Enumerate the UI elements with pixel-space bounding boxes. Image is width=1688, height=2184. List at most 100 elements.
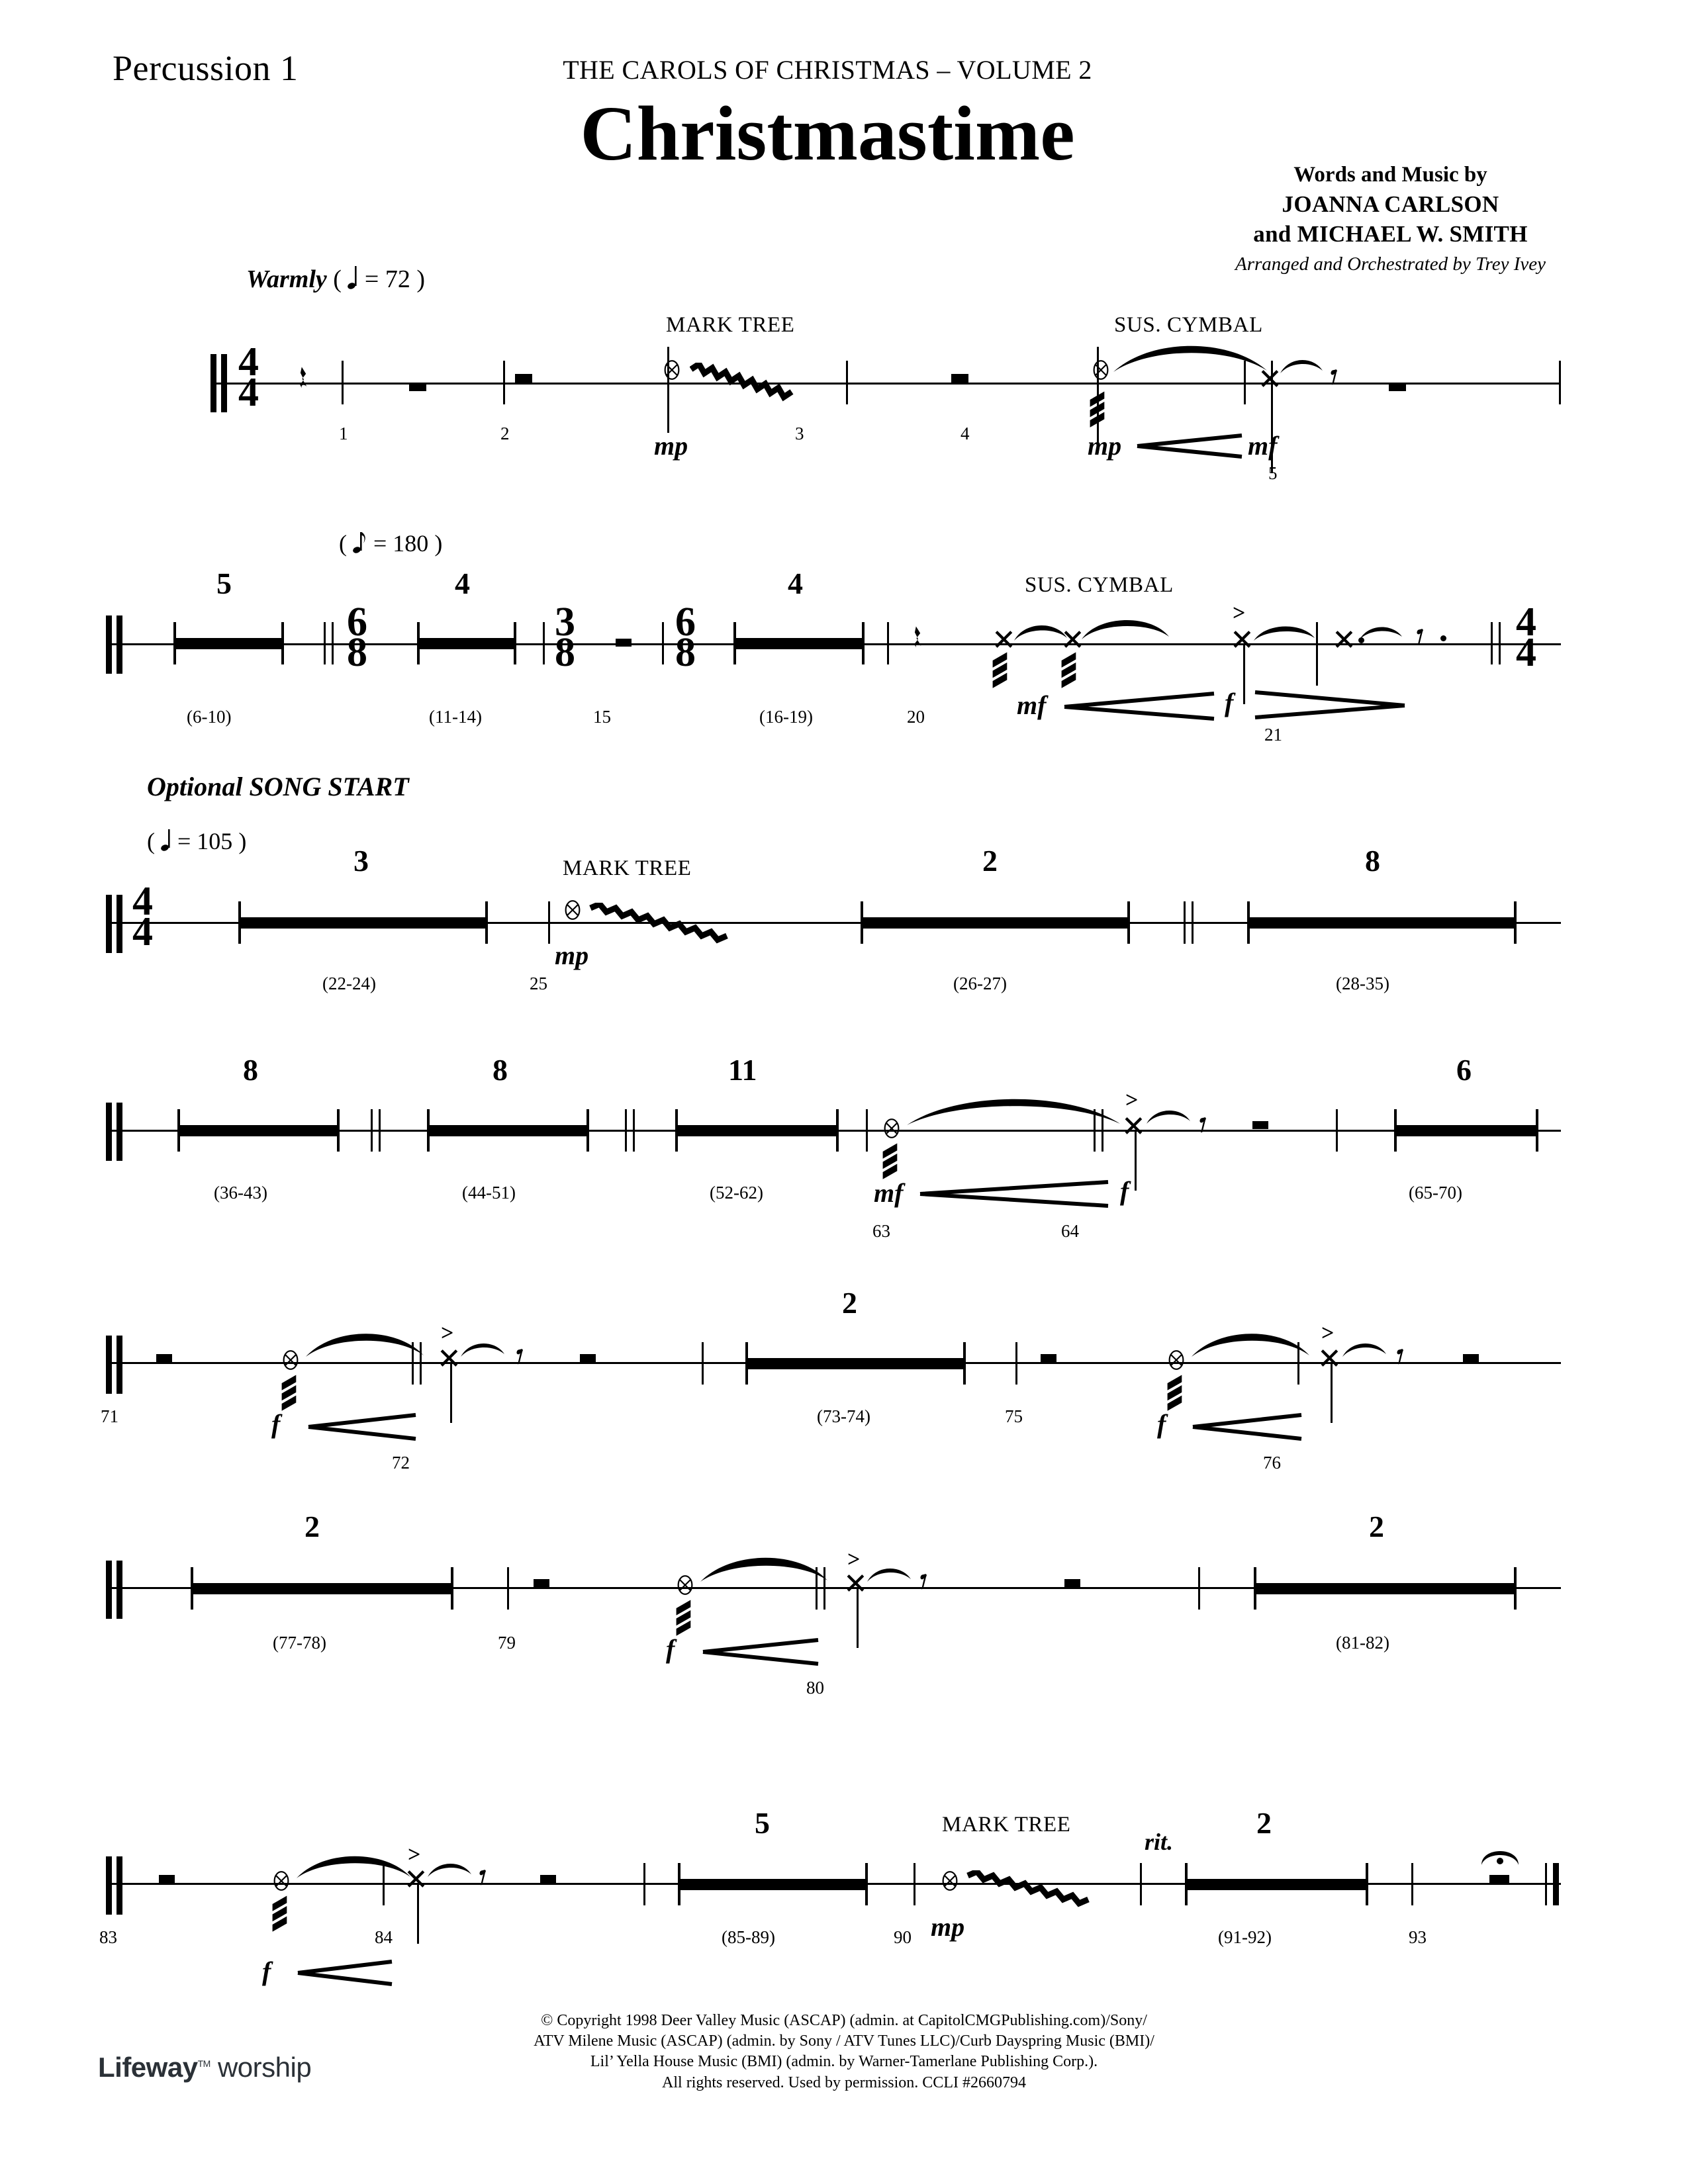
stem-s5b xyxy=(1331,1362,1333,1423)
measure-range-s3-3: (28-35) xyxy=(1336,974,1389,993)
mm-tick-s2-c2 xyxy=(862,622,865,664)
accent-mark-s4: > xyxy=(1125,1088,1139,1113)
quarter-rest-s2-m20 xyxy=(914,626,921,648)
opening-barline-6b xyxy=(117,1561,122,1619)
mm-tick-s3-a2 xyxy=(485,901,488,944)
logo-lifeway: Lifeway xyxy=(98,2052,198,2083)
multi-rest-s6-1 xyxy=(193,1583,451,1594)
x-notehead-s5b: ✕ xyxy=(1317,1343,1342,1375)
barline-s7-2 xyxy=(643,1863,645,1905)
measure-number-s1-3: 3 xyxy=(795,424,804,443)
multi-rest-count-s4-3: 11 xyxy=(728,1053,757,1087)
multi-rest-s3-3 xyxy=(1249,917,1514,929)
mm-tick-s4-b1 xyxy=(427,1109,430,1152)
barline-s5-1b xyxy=(420,1342,422,1385)
whole-rest-s5-m71 xyxy=(156,1354,172,1362)
tempo-value-1: = 72 xyxy=(364,265,410,293)
tie-s5b xyxy=(1192,1334,1309,1357)
barline-s4-1 xyxy=(371,1109,373,1152)
augmentation-dot-s2 xyxy=(1358,637,1364,643)
mm-tick-s3-c2 xyxy=(1514,901,1517,944)
barline-s6-2 xyxy=(816,1567,818,1610)
slur-s2-a xyxy=(1014,625,1067,641)
slur-s2-b xyxy=(1082,619,1169,639)
time-signature-6-8-s2b: 6 8 xyxy=(675,600,696,675)
barline-s1-6 xyxy=(1244,361,1246,404)
eighth-rest-s4 xyxy=(1199,1117,1206,1133)
tie-s6 xyxy=(700,1557,827,1582)
dynamic-mp-s3: mp xyxy=(555,940,589,970)
barline-s5-2 xyxy=(702,1342,704,1385)
optional-song-start-label: Optional SONG START xyxy=(147,772,409,801)
whole-rest-s7-m93 xyxy=(1489,1875,1509,1884)
barline-s6-2b xyxy=(823,1567,825,1610)
stem-s5a xyxy=(450,1362,452,1423)
measure-range-s3-2: (26-27) xyxy=(953,974,1007,993)
half-rest-s1-m2 xyxy=(515,374,532,383)
whole-rest-s4 xyxy=(1252,1121,1268,1129)
mm-tick-s2-a1 xyxy=(173,622,176,664)
tremolo-marks-s2-b xyxy=(1061,652,1076,688)
whole-rest-s1-m4 xyxy=(951,374,968,383)
accent-mark-s2: > xyxy=(1233,601,1246,625)
multi-rest-count-s3-2: 2 xyxy=(982,844,998,878)
tie-s1 xyxy=(1113,345,1267,372)
accent-mark-s5b: > xyxy=(1321,1321,1335,1345)
barline-s2-5 xyxy=(1316,622,1318,686)
measure-number-s4-63: 63 xyxy=(872,1221,890,1241)
tremolo-marks-s4 xyxy=(882,1143,898,1179)
multi-rest-count-s2-1: 5 xyxy=(216,567,232,600)
tremolo-marks-s1 xyxy=(1090,391,1105,428)
fermata-icon xyxy=(1481,1851,1519,1865)
eighth-rest-s2 xyxy=(1417,629,1423,645)
barline-s2-1 xyxy=(324,622,326,664)
song-title: Christmastime xyxy=(580,90,1075,177)
tie-s5a xyxy=(306,1334,424,1357)
x-notehead-s6: ✕ xyxy=(843,1568,868,1600)
barline-s1-3 xyxy=(667,347,669,433)
instrument-label-mark-tree-3: MARK TREE xyxy=(563,856,692,880)
rit-marking: rit. xyxy=(1145,1829,1174,1855)
opening-barline-7 xyxy=(106,1856,112,1915)
instrument-label-mark-tree-7: MARK TREE xyxy=(942,1813,1071,1837)
measure-range-s6-1: (77-78) xyxy=(273,1633,326,1653)
glissando-zigzag-s7 xyxy=(966,1870,1090,1907)
crescendo-hairpin-s5a xyxy=(308,1413,416,1441)
measure-range-s4-3: (52-62) xyxy=(710,1183,763,1203)
tempo-value-3: = 105 xyxy=(177,828,233,854)
tie-s7 xyxy=(297,1856,410,1878)
measure-number-s1-2: 2 xyxy=(500,424,510,443)
credit-composer-2: and MICHAEL W. SMITH xyxy=(1253,221,1528,248)
staff-line-3 xyxy=(106,922,1561,924)
tremolo-marks-s2-a xyxy=(992,652,1008,688)
credits-block: Words and Music by JOANNA CARLSON and MI… xyxy=(1235,161,1546,277)
mm-tick-s4-b2 xyxy=(586,1109,589,1152)
multi-rest-s2-3 xyxy=(735,638,862,649)
sus-cymbal-notehead-s5b xyxy=(1168,1350,1184,1370)
whole-rest-s1-m5 xyxy=(1389,383,1406,391)
time-signature-4-4-s2: 4 4 xyxy=(1516,600,1536,675)
barline-s2-6 xyxy=(1491,622,1493,664)
multi-rest-count-s2-3: 4 xyxy=(788,567,803,600)
barline-s7-5 xyxy=(1411,1863,1413,1905)
measure-number-s7-93: 93 xyxy=(1409,1927,1427,1947)
barline-s5-1 xyxy=(412,1342,414,1385)
barline-s4-1b xyxy=(379,1109,381,1152)
measure-range-s4-4: (65-70) xyxy=(1409,1183,1462,1203)
multi-rest-s5-1 xyxy=(747,1358,963,1369)
barline-s4-4 xyxy=(1094,1109,1096,1152)
mm-tick-s3-b2 xyxy=(1127,901,1130,944)
multi-rest-s4-4 xyxy=(1396,1125,1536,1136)
barline-s2-1b xyxy=(332,622,334,664)
measure-number-s5-76: 76 xyxy=(1263,1453,1281,1473)
multi-rest-count-s4-4: 6 xyxy=(1456,1053,1472,1087)
barline-s2-3 xyxy=(662,622,664,664)
opening-barline-2b xyxy=(117,615,122,674)
multi-rest-s4-2 xyxy=(429,1125,586,1136)
measure-range-s7-2: (91-92) xyxy=(1218,1927,1272,1947)
mm-tick-s3-c1 xyxy=(1247,901,1250,944)
tempo-marking-1: Warmly ( = 72 ) xyxy=(246,265,425,293)
dynamic-mp-s7: mp xyxy=(931,1912,965,1942)
logo-worship: worship xyxy=(217,2052,312,2083)
